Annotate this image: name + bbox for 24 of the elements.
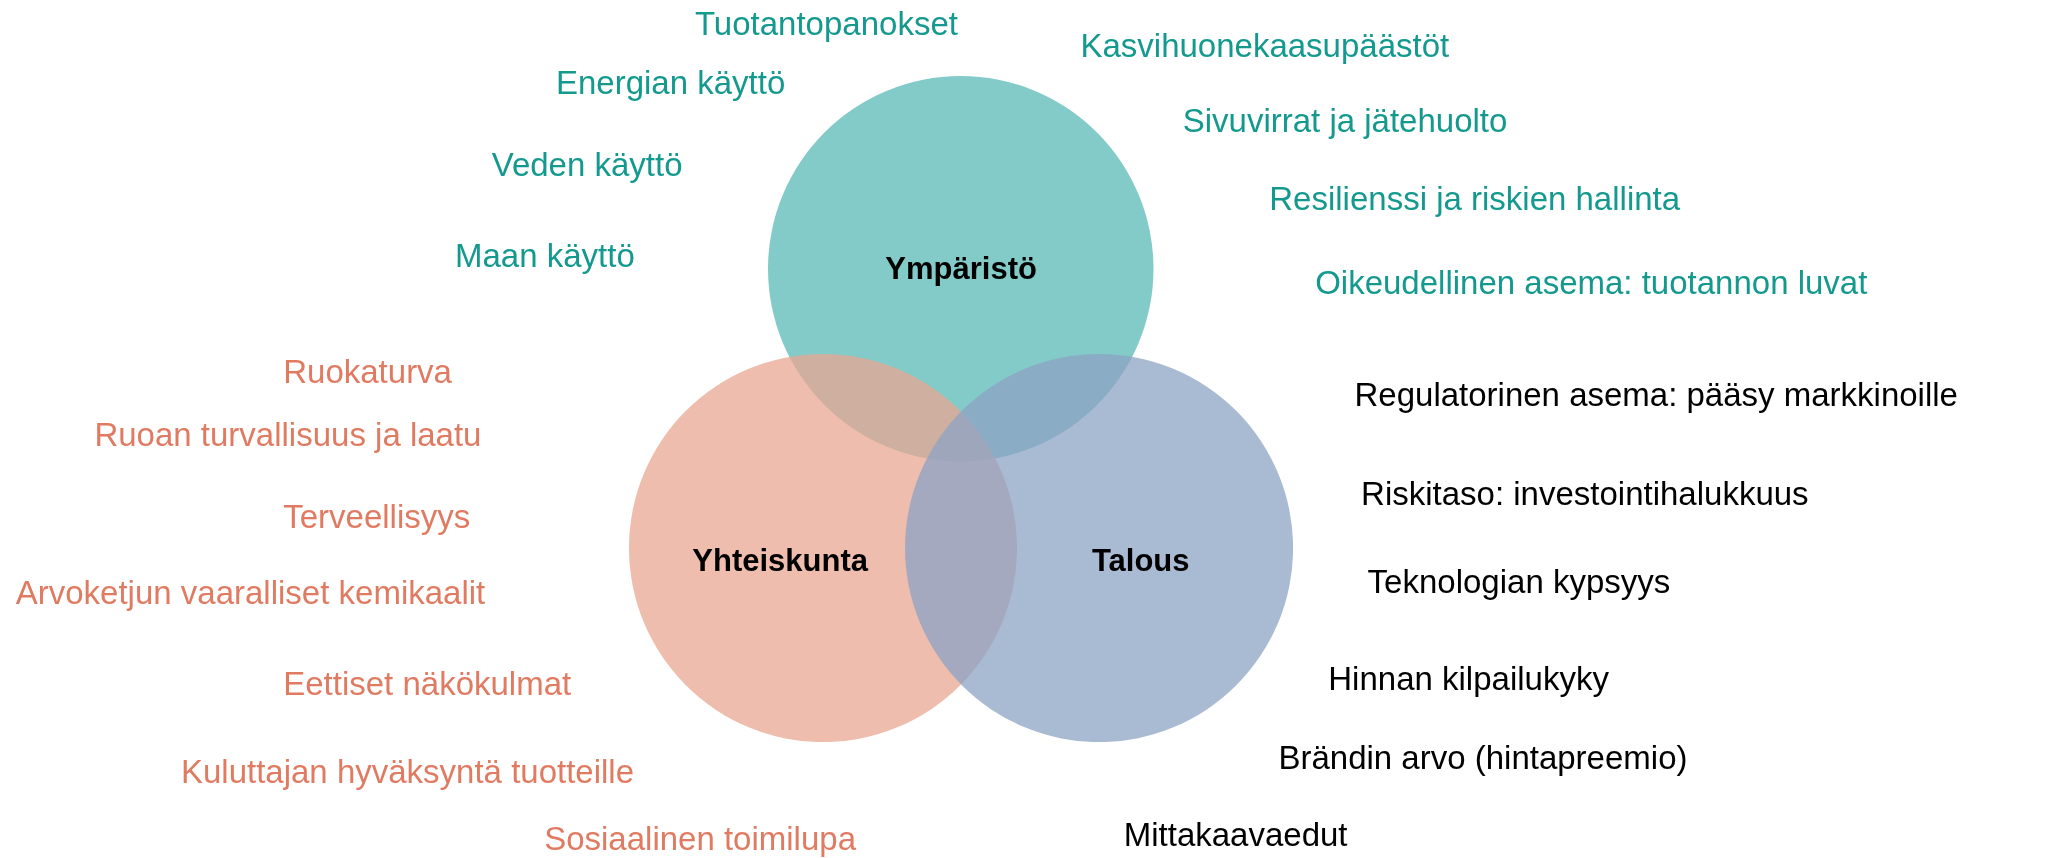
topic-label: Maan käyttö [455, 236, 635, 275]
topic-label: Riskitaso: investointihalukkuus [1361, 475, 1809, 514]
topic-label: Sivuvirrat ja jätehuolto [1182, 101, 1508, 140]
topic-label: Arvoketjun vaaralliset kemikaalit [15, 573, 486, 612]
topic-label: Hinnan kilpailukyky [1328, 660, 1609, 699]
topic-label: Terveellisyys [283, 497, 471, 536]
topic-label: Brändin arvo (hintapreemio) [1278, 738, 1688, 777]
circle-title: Ympäristö [885, 250, 1037, 287]
topic-label: Tuotantopanokset [694, 4, 958, 43]
topic-label: Regulatorinen asema: pääsy markkinoille [1354, 375, 1958, 414]
topic-label: Energian käyttö [555, 63, 786, 102]
topic-label: Mittakaavaedut [1123, 816, 1348, 855]
topic-label: Resilienssi ja riskien hallinta [1269, 180, 1681, 219]
topic-label: Ruokaturva [283, 353, 452, 392]
topic-label: Ruoan turvallisuus ja laatu [94, 416, 482, 455]
topic-label: Kasvihuonekaasupäästöt [1080, 26, 1450, 65]
circle-title: Yhteiskunta [692, 543, 868, 580]
topic-label: Oikeudellinen asema: tuotannon luvat [1315, 264, 1868, 303]
circle-title: Talous [1091, 543, 1190, 580]
topic-label: Kuluttajan hyväksyntä tuotteille [180, 753, 635, 792]
topic-label: Eettiset näkökulmat [283, 665, 572, 704]
topic-label: Teknologian kypsyys [1367, 563, 1671, 602]
topic-label: Veden käyttö [491, 146, 683, 185]
topic-label: Sosiaalinen toimilupa [544, 820, 856, 858]
